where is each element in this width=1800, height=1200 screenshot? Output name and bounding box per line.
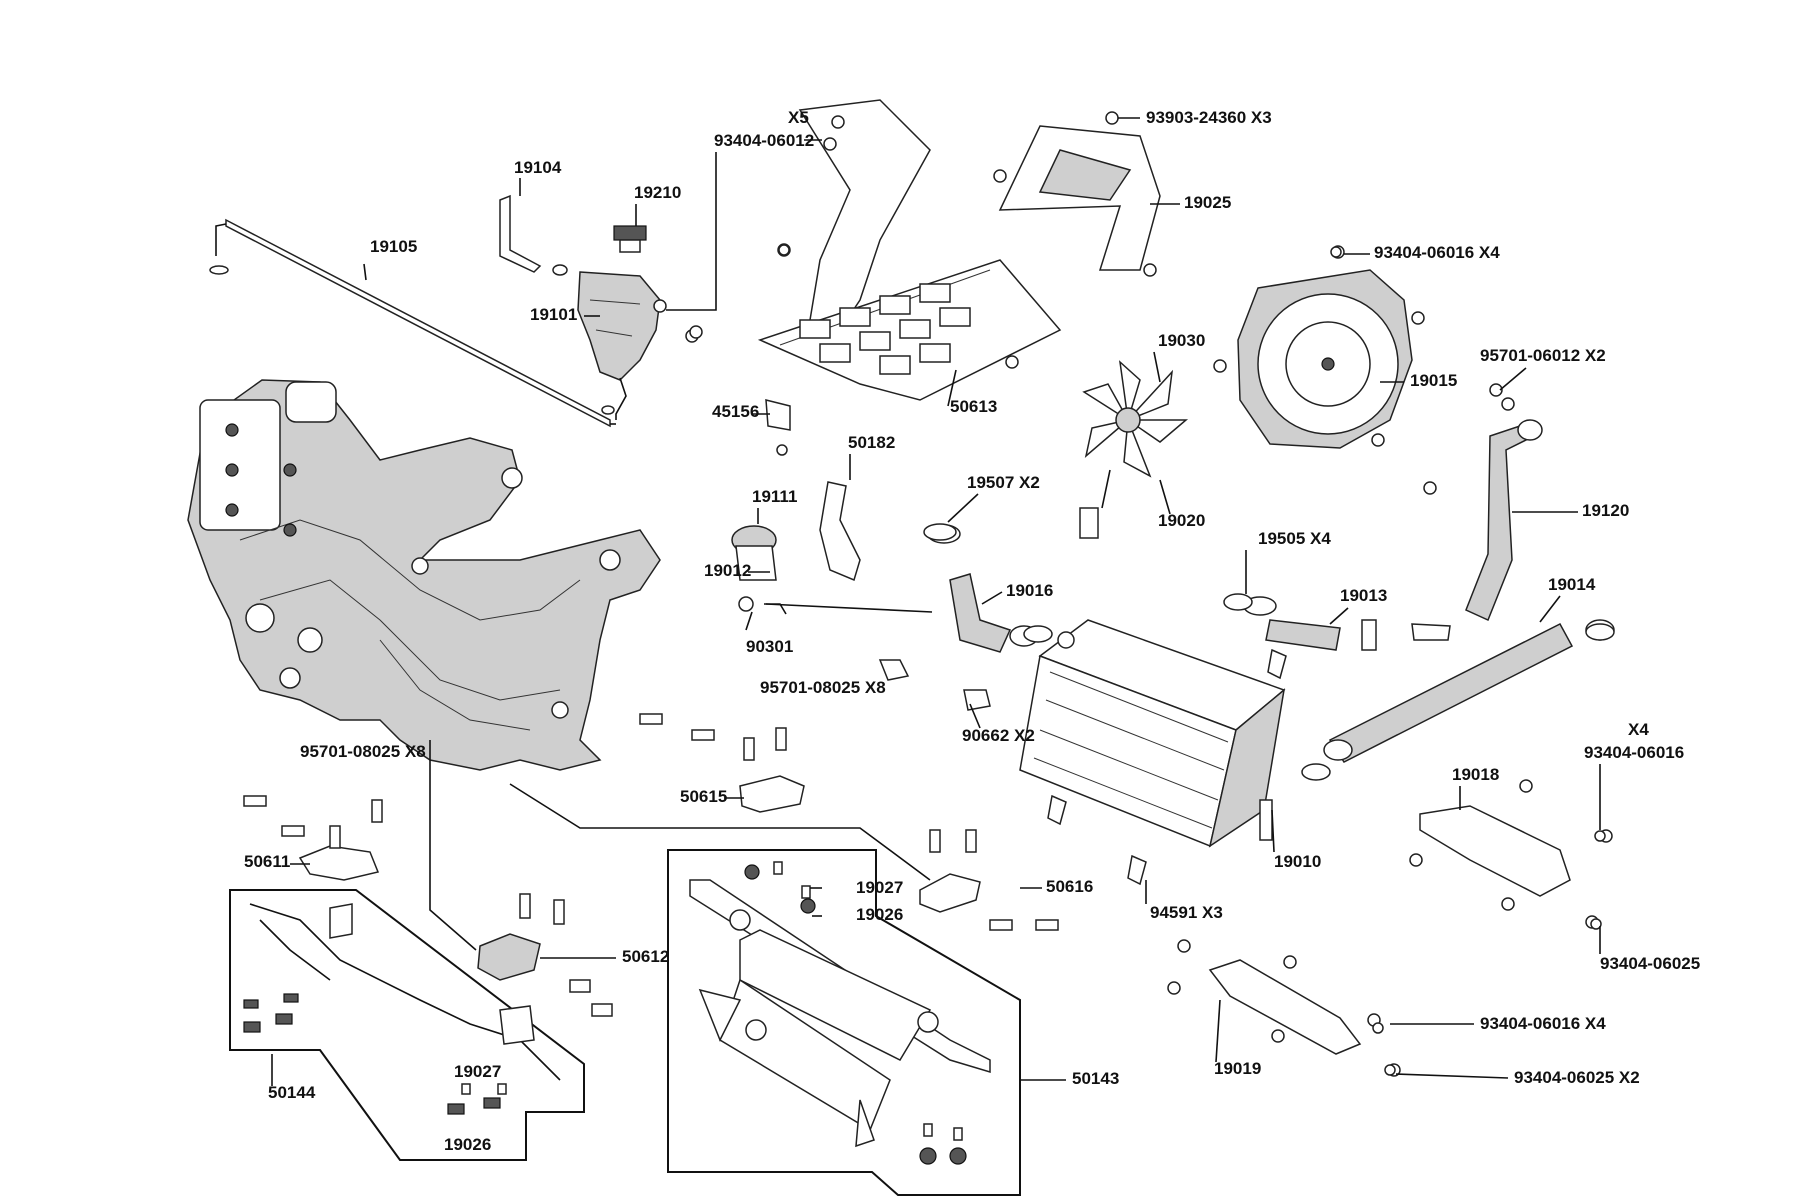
- group-box-50143: [667, 849, 1021, 1196]
- part-label-l93404_06025a: 93404-06025: [1600, 954, 1700, 973]
- reservoir-19101: [577, 271, 699, 420]
- bracket-19018: [1409, 779, 1613, 929]
- part-label-l93404_06025b: 93404-06025 X2: [1514, 1068, 1640, 1087]
- part-label-l19025: 19025: [1184, 193, 1231, 212]
- part-label-l50613: 50613: [950, 397, 997, 416]
- clip-94591: [1047, 648, 1287, 886]
- part-label-l19020: 19020: [1158, 511, 1205, 530]
- part-label-l93404_06016_x4c: 93404-06016 X4: [1480, 1014, 1606, 1033]
- group-box-50144: [229, 889, 585, 1161]
- part-label-l19030: 19030: [1158, 331, 1205, 350]
- bracket-50612: [477, 893, 613, 1017]
- part-label-l19507: 19507 X2: [967, 473, 1040, 492]
- part-label-lx4: X4: [1628, 720, 1649, 739]
- pipe-19120: [1423, 383, 1543, 622]
- part-label-l19019: 19019: [1214, 1059, 1261, 1078]
- air-guide-50613: [689, 99, 1062, 401]
- part-label-l19026a: 19026: [856, 905, 903, 924]
- cap-19210: [613, 225, 647, 253]
- clamp-19505: [1023, 593, 1615, 781]
- part-label-l50612: 50612: [622, 947, 669, 966]
- part-label-l93903: 93903-24360 X3: [1146, 108, 1272, 127]
- frame-assembly: [187, 379, 661, 771]
- clip-90662: [878, 659, 991, 711]
- part-label-l95701_06012: 95701-06012 X2: [1480, 346, 1606, 365]
- part-label-l50616: 50616: [1046, 877, 1093, 896]
- part-label-l90662: 90662 X2: [962, 726, 1035, 745]
- part-label-l19010: 19010: [1274, 852, 1321, 871]
- part-label-l94591: 94591 X3: [1150, 903, 1223, 922]
- frame-50143: [689, 861, 991, 1165]
- clamp-19507: [923, 523, 957, 541]
- part-label-l19027b: 19027: [454, 1062, 501, 1081]
- fasteners: [778, 137, 1606, 1076]
- part-label-l19101: 19101: [530, 305, 577, 324]
- part-label-l93404_06012: 93404-06012: [714, 131, 814, 150]
- part-label-l50182: 50182: [848, 433, 895, 452]
- part-labels: 19104 19210 19105 19101 X5 93404-06012 93903-2…: [244, 108, 1700, 1154]
- radiator-19010: [1019, 619, 1286, 848]
- cover-19025: [993, 111, 1161, 277]
- part-label-l19505: 19505 X4: [1258, 529, 1331, 548]
- part-label-l90301: 90301: [746, 637, 793, 656]
- part-label-l19104: 19104: [514, 158, 562, 177]
- part-label-l19014: 19014: [1548, 575, 1596, 594]
- part-label-l19018: 19018: [1452, 765, 1499, 784]
- bracket-19019: [1167, 939, 1401, 1077]
- part-label-l19015: 19015: [1410, 371, 1457, 390]
- part-label-l50611: 50611: [244, 852, 290, 871]
- part-label-l19026b: 19026: [444, 1135, 491, 1154]
- part-label-l93404_06016_b: 93404-06016: [1584, 743, 1684, 762]
- part-label-l19105: 19105: [370, 237, 417, 256]
- part-label-l19111: 19111: [752, 487, 797, 506]
- bracket-50182: [819, 481, 861, 582]
- bracket-50615: [639, 713, 805, 813]
- part-label-l19013: 19013: [1340, 586, 1387, 605]
- part-label-l50143: 50143: [1072, 1069, 1119, 1088]
- part-label-l19016: 19016: [1006, 581, 1053, 600]
- part-label-l93404_06016_x4a: 93404-06016 X4: [1374, 243, 1500, 262]
- leader-lines: [271, 117, 1601, 1086]
- part-label-l95701_08025_b: 95701-08025 X8: [300, 742, 426, 761]
- hose-19104: [499, 194, 568, 276]
- part-label-lx5: X5: [788, 108, 809, 127]
- bracket-50616: [919, 829, 1059, 931]
- part-label-l19027a: 19027: [856, 878, 903, 897]
- part-label-l50144: 50144: [268, 1083, 316, 1102]
- clamp-45156: [765, 399, 791, 456]
- part-label-l19120: 19120: [1582, 501, 1629, 520]
- part-label-l95701_08025_a: 95701-08025 X8: [760, 678, 886, 697]
- fan-cover-19015: [1213, 245, 1425, 449]
- part-label-l50615: 50615: [680, 787, 727, 806]
- bracket-50611: [243, 795, 383, 881]
- hose-19105: [209, 218, 616, 428]
- part-label-l45156: 45156: [712, 402, 759, 421]
- part-label-l19012: 19012: [704, 561, 751, 580]
- fan-19030: [1079, 360, 1189, 539]
- harness-50144: [243, 903, 561, 1115]
- part-label-l19210: 19210: [634, 183, 681, 202]
